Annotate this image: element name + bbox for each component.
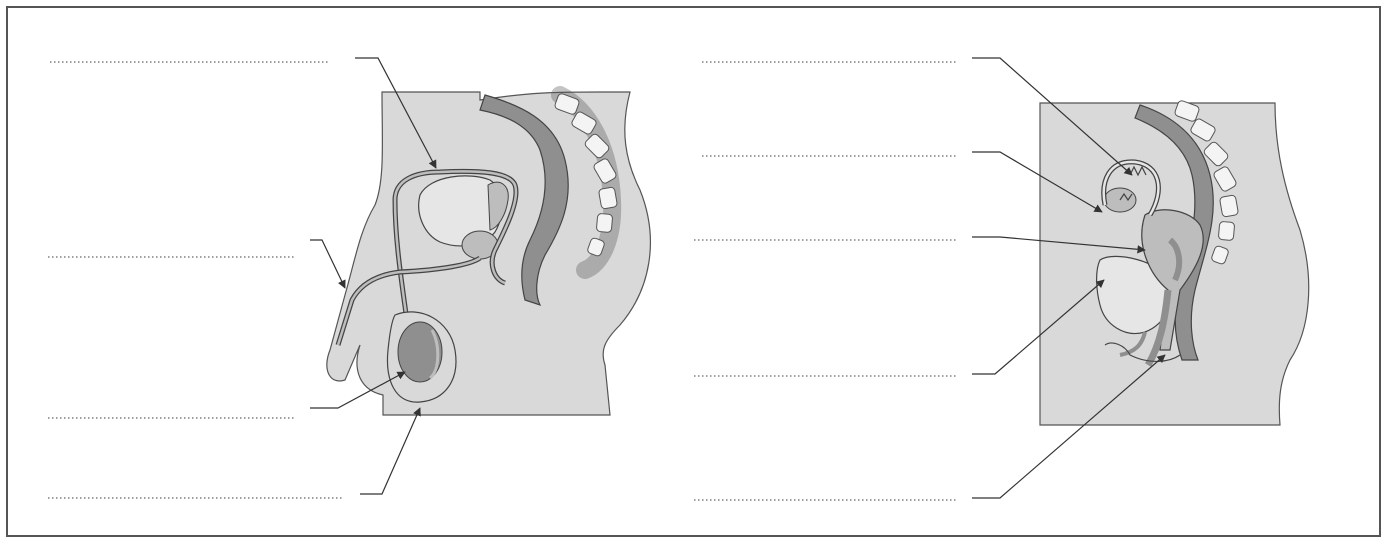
male-reproductive-diagram: [327, 92, 651, 415]
male-leader-line-2: [310, 240, 345, 288]
female-reproductive-diagram: [1040, 100, 1309, 425]
male-leader-line-4: [360, 408, 420, 494]
